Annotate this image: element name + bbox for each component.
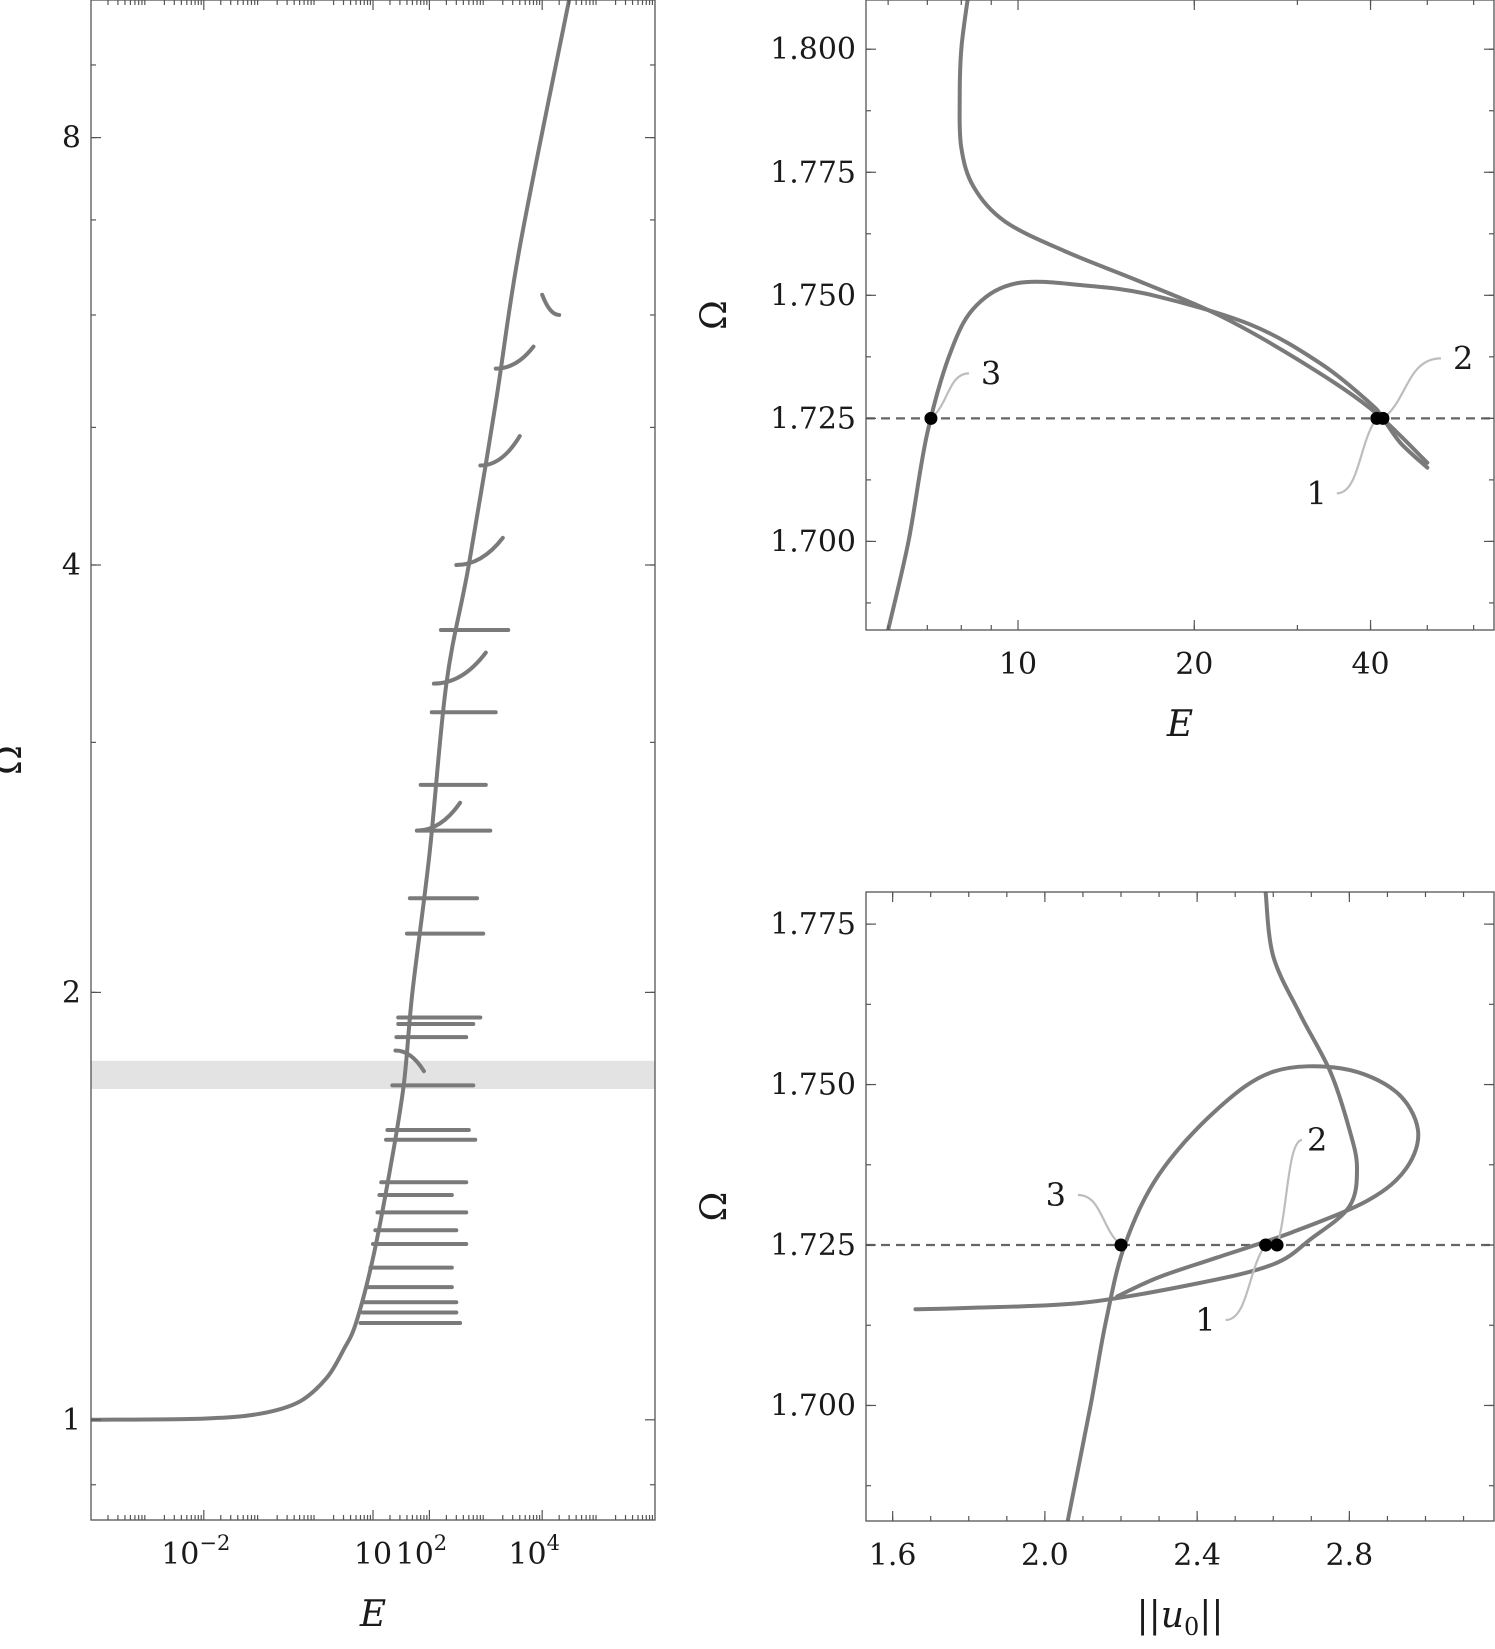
panel-bottom-right-chart: 1.6 2.0 2.4 2.8 1.700 1.725 1.750 1.775 ||u0|| Ω 1… — [694, 891, 1495, 1641]
plot-area — [91, 0, 572, 1422]
plot-frame — [865, 0, 1495, 631]
annotation-label: 1 — [1195, 1301, 1215, 1339]
x-axis-title: ||u0|| — [1137, 1595, 1224, 1641]
annotation-label: 3 — [1046, 1176, 1066, 1214]
annotation-leader — [1336, 417, 1378, 495]
y-tick-label: 1.725 — [770, 1228, 856, 1263]
y-tick-label: 1.775 — [770, 155, 856, 190]
x-tick-label: 20 — [1175, 647, 1213, 682]
x-tick-label: 10 — [354, 1537, 392, 1572]
side-branch — [414, 800, 463, 833]
annotation-label: 2 — [1307, 1121, 1327, 1159]
y-tick-label: 1.800 — [770, 32, 856, 67]
annotation-leader — [1276, 1138, 1303, 1246]
marker-point — [1270, 1238, 1284, 1252]
side-branch — [493, 344, 536, 371]
side-branch — [454, 535, 505, 567]
x-axis-title: E — [1166, 704, 1193, 745]
marker-point — [1259, 1238, 1273, 1252]
side-branch — [431, 650, 488, 686]
x-tick-label: 104 — [508, 1531, 560, 1572]
side-branch — [478, 434, 522, 468]
y-tick-label: 1.725 — [770, 401, 856, 436]
x-tick-label: 1.6 — [869, 1538, 917, 1573]
series-line — [886, 279, 1430, 630]
plot-area — [866, 892, 1494, 1521]
annotation-label: 1 — [1306, 474, 1326, 512]
y-tick-label: 1.750 — [770, 1068, 856, 1103]
plot-frame — [90, 0, 656, 1521]
annotation-label: 2 — [1453, 339, 1473, 377]
y-axis-title: Ω — [694, 300, 735, 330]
series-line — [957, 0, 1430, 465]
main-branch — [91, 0, 572, 1422]
series-line — [1065, 1064, 1421, 1521]
y-tick-label: 8 — [62, 121, 81, 156]
y-axis-title: Ω — [694, 1192, 735, 1222]
y-tick-label: 2 — [62, 975, 81, 1010]
x-axis-title: E — [359, 1594, 386, 1635]
series-line — [913, 892, 1359, 1312]
x-tick-label: 10−2 — [161, 1531, 230, 1572]
x-tick-label: 2.8 — [1326, 1538, 1374, 1573]
y-tick-label: 1.775 — [770, 907, 856, 942]
annotation-leader — [1382, 357, 1441, 420]
marker-point — [1376, 411, 1390, 425]
annotation-leader — [1225, 1244, 1267, 1322]
annotation-label: 3 — [981, 354, 1001, 392]
y-tick-label: 4 — [62, 548, 81, 583]
marker-point — [924, 411, 938, 425]
y-tick-label: 1.700 — [770, 524, 856, 559]
x-tick-label: 2.4 — [1173, 1538, 1221, 1573]
y-axis-title: Ω — [0, 745, 30, 775]
x-tick-label: 2.0 — [1021, 1538, 1069, 1573]
y-tick-label: 1.700 — [770, 1388, 856, 1423]
x-tick-label: 102 — [396, 1531, 448, 1572]
annotation-leader — [1077, 1193, 1122, 1246]
side-branch — [540, 292, 562, 317]
x-tick-label: 40 — [1351, 647, 1389, 682]
side-branch — [393, 1048, 426, 1074]
marker-point — [1114, 1238, 1128, 1252]
y-tick-label: 1 — [62, 1403, 81, 1438]
plot-area — [866, 0, 1494, 630]
y-tick-label: 1.750 — [770, 278, 856, 313]
highlight-band — [91, 1060, 655, 1089]
plot-frame — [865, 891, 1495, 1522]
x-tick-label: 10 — [999, 647, 1037, 682]
